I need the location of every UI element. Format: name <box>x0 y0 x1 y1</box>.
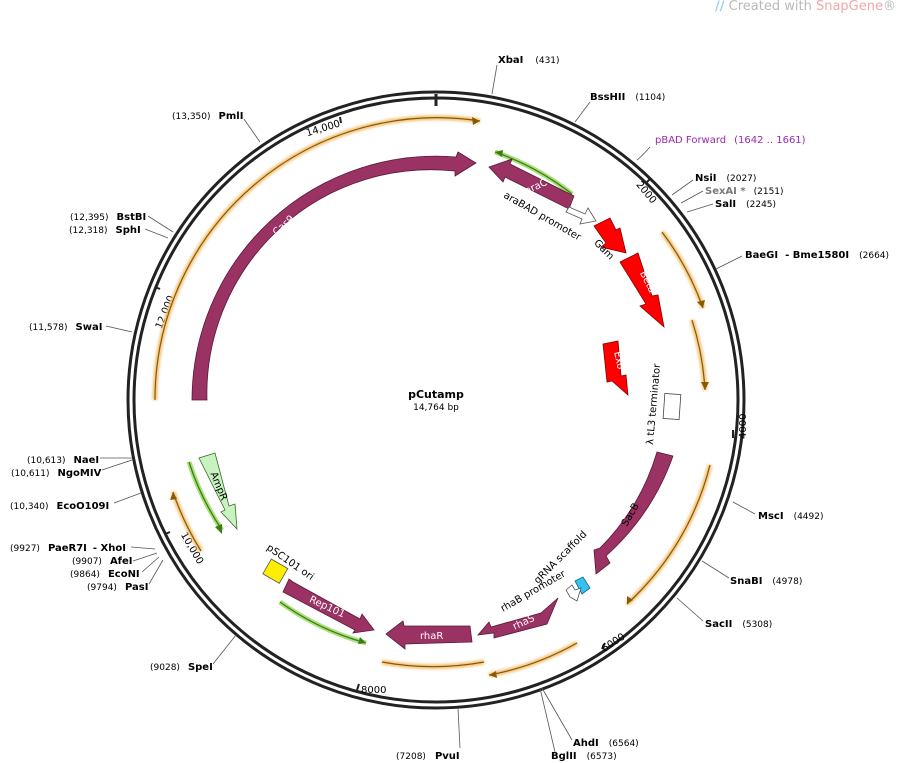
orf-arcs-green <box>186 149 574 646</box>
site-econi[interactable]: (9864)EcoNI <box>70 569 140 580</box>
tick-label-4000: 4000 <box>738 414 749 439</box>
feature-ampr-arrow <box>198 452 238 531</box>
backbone <box>126 90 746 710</box>
site-ecoo109i[interactable]: (10,340)EcoO109I <box>10 501 109 512</box>
plasmid-length: 14,764 bp <box>413 403 459 413</box>
orf-arc-4 <box>626 464 711 605</box>
plasmid-center-label: pCutamp 14,764 bp <box>408 388 464 413</box>
feature-exo-label: Exo <box>611 350 626 370</box>
tick-label-8000: 8000 <box>361 685 386 696</box>
site-bstbi[interactable]: (12,395)BstBI <box>70 212 146 223</box>
site-bglii[interactable]: BglII(6573) <box>551 751 617 762</box>
feature-arac-arrow <box>488 158 575 210</box>
snapgene-logo-icon: ∕∕ <box>715 0 725 14</box>
primer-pbad-forward[interactable]: pBAD Forward(1642 .. 1661) <box>655 135 806 146</box>
orf-arcs-orange <box>152 115 713 678</box>
feature-cas9-arrow <box>191 151 477 401</box>
site-snabi[interactable]: SnaBI(4978) <box>730 576 802 587</box>
feature-rhar-arrow <box>385 620 473 650</box>
site-paer7i[interactable]: (9927)PaeR7I- XhoI <box>10 543 126 554</box>
site-leaders <box>100 64 756 753</box>
site-sexai[interactable]: SexAI *(2151) <box>705 186 784 197</box>
orf-arc-1 <box>154 117 481 401</box>
site-xbai[interactable]: XbaI(431) <box>498 55 560 66</box>
site-afei[interactable]: (9907)AfeI <box>72 556 133 567</box>
site-pmli[interactable]: (13,350)PmlI <box>172 111 243 122</box>
feature-gam-arrow <box>593 217 627 254</box>
site-ngomiv[interactable]: (10,611)NgoMIV <box>11 468 102 479</box>
feature-rhab-promoter-arrow <box>565 584 582 602</box>
orf-arc-6 <box>381 661 485 668</box>
feature-tl3-terminator-box <box>662 393 682 420</box>
site-sphi[interactable]: (12,318)SphI <box>69 225 141 236</box>
feature-rhas-arrow <box>477 597 559 639</box>
feature-rep101-arrow <box>282 578 375 634</box>
site-ahdi[interactable]: AhdI(6564) <box>573 738 639 749</box>
feature-rhar-label: rhaR <box>420 631 443 642</box>
orf-arc-green-3 <box>279 601 367 644</box>
site-baegi[interactable]: BaeGI- Bme1580I(2664) <box>745 250 889 261</box>
site-nsii[interactable]: NsiI(2027) <box>695 173 756 184</box>
snapgene-branding: ∕∕ Created with SnapGene® <box>715 0 896 14</box>
site-sacii[interactable]: SacII(5308) <box>705 619 772 630</box>
site-pasi[interactable]: (9794)PasI <box>87 582 148 593</box>
site-bsshii[interactable]: BssHII(1104) <box>590 92 665 103</box>
site-swai[interactable]: (11,578)SwaI <box>29 322 102 333</box>
site-msci[interactable]: MscI(4492) <box>758 511 824 522</box>
feature-sacb-arrow <box>593 451 674 575</box>
site-spei[interactable]: (9028)SpeI <box>150 662 213 673</box>
site-pvui[interactable]: (7208)PvuI <box>396 751 460 762</box>
feature-tl3-label: λ tL3 terminator <box>645 362 663 445</box>
feature-rhab-label: rhaB promoter <box>499 568 568 614</box>
plasmid-name: pCutamp <box>408 388 464 401</box>
feature-exo-arrow <box>602 340 629 396</box>
site-naei[interactable]: (10,613)NaeI <box>27 455 99 466</box>
feature-beta-arrow <box>619 252 665 329</box>
site-sali[interactable]: SalI(2245) <box>715 199 776 210</box>
feature-ampr-label: AmpR <box>208 471 229 503</box>
site-labels: XbaI(431) BssHII(1104) pBAD Forward(1642… <box>10 55 889 762</box>
feature-arabad-promoter-arrow <box>565 206 597 225</box>
feature-psc101-ori-box <box>262 558 289 584</box>
